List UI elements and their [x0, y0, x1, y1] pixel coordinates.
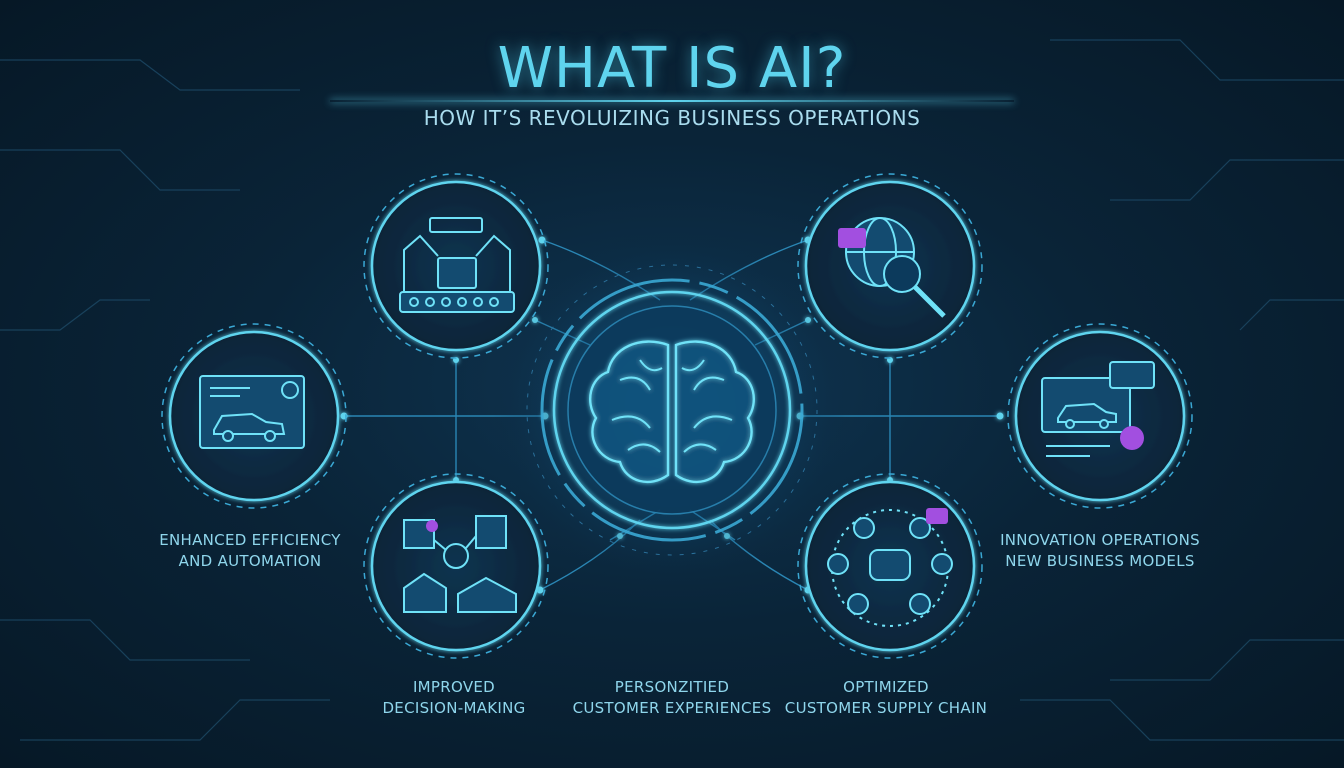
factory-node — [363, 173, 549, 359]
page-title: WHAT IS AI? — [497, 36, 847, 101]
label-innovation-operations: INNOVATION OPERATIONS NEW BUSINESS MODEL… — [1000, 531, 1200, 570]
smart-houses-icon — [403, 515, 517, 613]
car-screen-chat-icon — [1041, 361, 1155, 457]
globe-magnifier-icon — [845, 217, 946, 318]
dashboard-right-node — [1007, 323, 1193, 509]
label-enhanced-efficiency: ENHANCED EFFICIENCY AND AUTOMATION — [159, 531, 341, 570]
label-improved-decision-making: IMPROVED DECISION-MAKING — [382, 678, 526, 717]
central-hub — [492, 230, 852, 590]
customer-network-chat-icon — [827, 509, 953, 627]
dashboard-left-node — [161, 323, 347, 509]
robot-arms-assembly-line-icon — [399, 217, 515, 313]
network-badge-icon — [1120, 426, 1144, 450]
circuit-background — [0, 39, 1344, 741]
label-optimized-supply-chain: OPTIMIZED CUSTOMER SUPPLY CHAIN — [784, 678, 988, 717]
label-personalized-customer-experiences: PERSONZITIED CUSTOMER EXPERIENCES — [572, 678, 772, 717]
car-dashboard-icon — [199, 375, 305, 449]
brain-icon — [589, 340, 755, 484]
chat-badge-icon — [926, 508, 948, 524]
title-divider — [330, 100, 1014, 102]
people-node — [797, 473, 983, 659]
page-subtitle: HOW IT’S REVOLUIZING BUSINESS OPERATIONS — [423, 106, 921, 130]
houses-node — [363, 473, 549, 659]
globe-node — [797, 173, 983, 359]
chat-bubble-icon — [838, 228, 866, 248]
